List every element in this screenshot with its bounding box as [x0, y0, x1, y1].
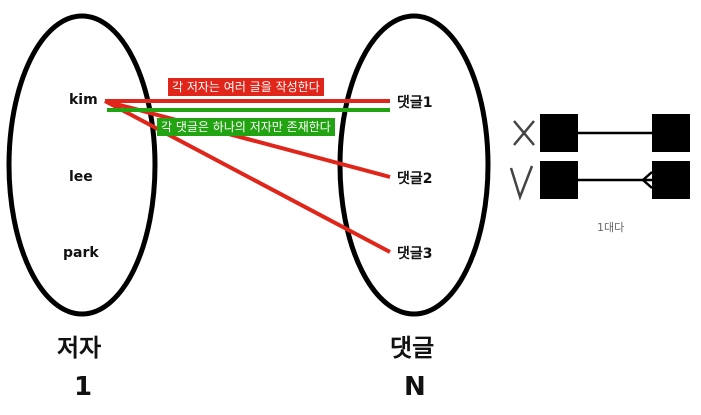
comment-set-title: 댓글 [390, 334, 435, 362]
one-to-one-legend [513, 114, 690, 152]
line-kim-comment3 [104, 99, 391, 254]
comment-2: 댓글2 [397, 171, 433, 187]
author-lee: lee [69, 169, 93, 185]
one-to-many-legend [509, 161, 690, 201]
author-park: park [63, 245, 99, 261]
single-author-banner: 각 댓글은 하나의 저자만 존재한다 [157, 118, 335, 136]
comment-1: 댓글1 [397, 95, 433, 111]
author-set-title: 저자 [57, 334, 102, 362]
comment-3: 댓글3 [397, 246, 433, 262]
legend-caption: 1대다 [597, 221, 625, 234]
check-mark-icon [509, 165, 534, 201]
author-cardinality: 1 [74, 372, 93, 402]
crows-foot-icon [641, 171, 653, 189]
line-kim-comment2 [104, 99, 391, 179]
comment-set-ellipse [337, 13, 491, 317]
author-set-ellipse [6, 13, 158, 317]
author-kim: kim [69, 92, 98, 108]
one-to-many-banner: 각 저자는 여러 글을 작성한다 [168, 78, 324, 96]
comment-cardinality: N [404, 372, 426, 402]
